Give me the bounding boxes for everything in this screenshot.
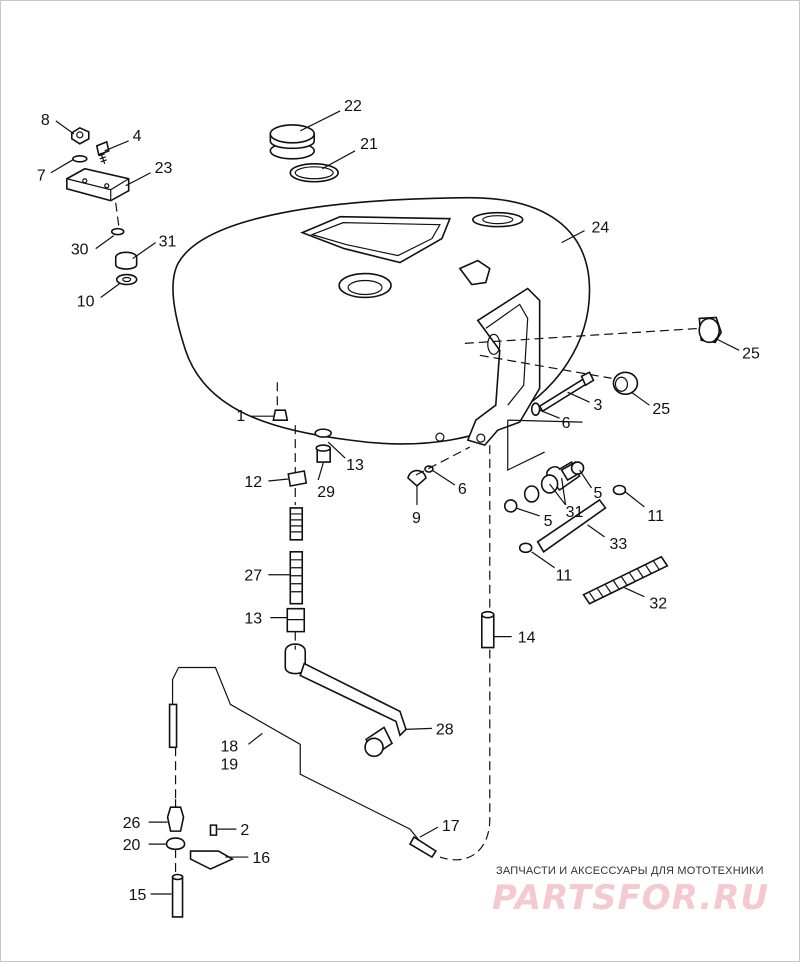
- part-label-19: 19: [220, 756, 238, 773]
- part-label-21: 21: [360, 136, 378, 153]
- part-label-3: 3: [594, 397, 603, 414]
- part-labels: 22 21 8 4 7 23 30 31 10 24 25 25 3 6 1 1…: [37, 98, 760, 904]
- knurled-nut-upper: [698, 316, 723, 344]
- part-label-22: 22: [344, 98, 362, 115]
- watermark-tagline: ЗАПЧАСТИ И АКСЕССУАРЫ ДЛЯ МОТОТЕХНИКИ: [496, 865, 764, 877]
- part-label-11a: 11: [647, 508, 664, 525]
- fuel-line: [284, 643, 407, 758]
- part-label-20: 20: [123, 837, 141, 854]
- part-label-33: 33: [609, 536, 627, 553]
- lower-hardware: [165, 799, 235, 918]
- part-label-13a: 13: [346, 457, 364, 474]
- part-label-32: 32: [649, 596, 667, 613]
- part-label-24: 24: [592, 220, 610, 237]
- part-label-1: 1: [236, 408, 245, 425]
- part-label-14: 14: [518, 630, 536, 647]
- part-label-31b: 31: [566, 504, 584, 521]
- part-label-6b: 6: [458, 481, 467, 498]
- part-label-11b: 11: [556, 568, 573, 585]
- part-label-31a: 31: [159, 234, 177, 251]
- part-label-8: 8: [41, 112, 50, 129]
- part-label-23: 23: [155, 160, 173, 177]
- watermark-brand: PARTSFOR.RU: [492, 878, 770, 918]
- part-label-25b: 25: [652, 401, 670, 418]
- part-label-29: 29: [317, 484, 335, 501]
- fuel-cap: [269, 124, 316, 160]
- part-label-28: 28: [436, 721, 454, 738]
- part-label-6a: 6: [562, 415, 571, 432]
- control-rod: [168, 666, 438, 859]
- part-label-4: 4: [133, 128, 142, 145]
- part-label-5a: 5: [594, 485, 603, 502]
- part-label-10: 10: [77, 293, 95, 310]
- part-label-13b: 13: [244, 611, 262, 628]
- part-label-5b: 5: [544, 513, 553, 530]
- part-label-30: 30: [71, 242, 89, 259]
- assembly-lines: [174, 327, 700, 876]
- leader-lines: [50, 110, 740, 895]
- part-label-17: 17: [442, 818, 460, 835]
- drain-parts: [272, 409, 471, 488]
- knurled-nut-lower: [612, 371, 639, 396]
- part-label-9: 9: [412, 510, 421, 527]
- front-mount-hardware: [66, 126, 138, 286]
- fitting-14: [480, 610, 495, 649]
- part-label-15: 15: [129, 887, 147, 904]
- part-label-26: 26: [123, 815, 141, 832]
- part-label-27: 27: [244, 568, 262, 585]
- cap-gasket: [289, 162, 339, 183]
- part-label-18: 18: [220, 738, 238, 755]
- spring: [582, 555, 669, 605]
- bracket-hardware: [503, 371, 627, 554]
- fuel-valve-column: [286, 470, 308, 633]
- part-label-12: 12: [244, 474, 262, 491]
- part-label-7: 7: [37, 168, 46, 185]
- part-label-25a: 25: [742, 345, 760, 362]
- part-label-16: 16: [252, 850, 270, 867]
- part-label-2: 2: [240, 822, 249, 839]
